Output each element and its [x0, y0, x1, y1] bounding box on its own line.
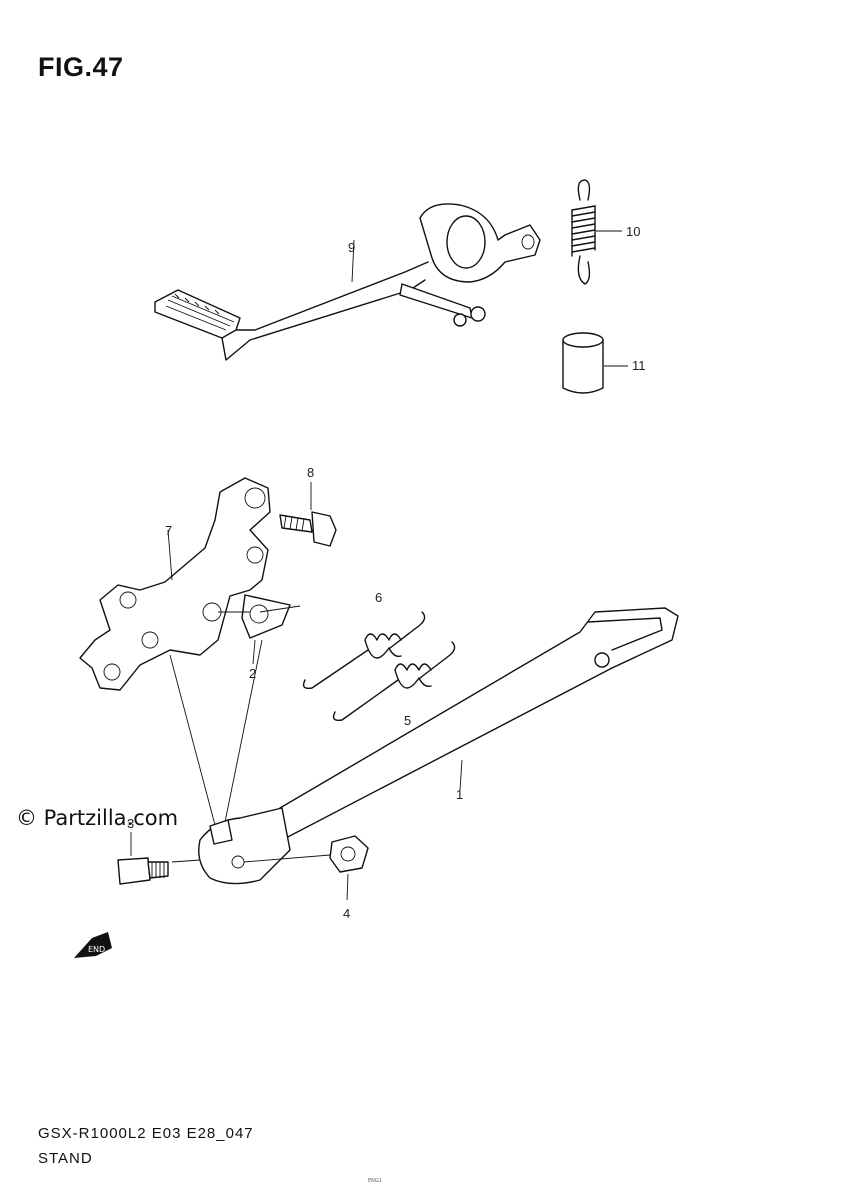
- watermark: © Partzilla.com: [16, 806, 179, 830]
- ref-number: 2: [249, 666, 257, 681]
- fine-print: ENG1: [368, 1178, 382, 1184]
- ref-number: 5: [404, 713, 412, 728]
- brake-pedal-part[interactable]: [154, 203, 541, 361]
- diagram-code: GSX-R1000L2 E03 E28_047: [38, 1125, 254, 1142]
- ref-number: 9: [348, 240, 356, 255]
- assembly-guide-lines: [169, 605, 331, 863]
- pivot-bolt-part[interactable]: [117, 832, 169, 885]
- ref-number: 8: [307, 465, 315, 480]
- diagram-name: STAND: [38, 1150, 93, 1167]
- spring-5-part[interactable]: [332, 641, 456, 722]
- side-stand-part[interactable]: [198, 607, 679, 885]
- end-marker-label: END: [88, 945, 105, 954]
- ref-number: 6: [375, 590, 383, 605]
- bolt-part[interactable]: [279, 482, 337, 547]
- collar-part[interactable]: [562, 332, 628, 394]
- end-marker-arrow-icon: END: [74, 932, 112, 958]
- nut-part[interactable]: [329, 835, 369, 901]
- spring-6-part[interactable]: [302, 611, 426, 690]
- ref-number: 3: [127, 816, 135, 831]
- figure-title: FIG.47: [38, 52, 124, 82]
- ref-number: 1: [456, 787, 464, 802]
- ref-number: 11: [632, 358, 646, 373]
- ref-number: 4: [343, 906, 351, 921]
- ref-number: 10: [626, 224, 641, 239]
- return-spring-part[interactable]: [571, 179, 622, 285]
- bracket-part[interactable]: [79, 477, 271, 691]
- washer-part[interactable]: [241, 594, 291, 665]
- ref-number: 7: [165, 523, 173, 538]
